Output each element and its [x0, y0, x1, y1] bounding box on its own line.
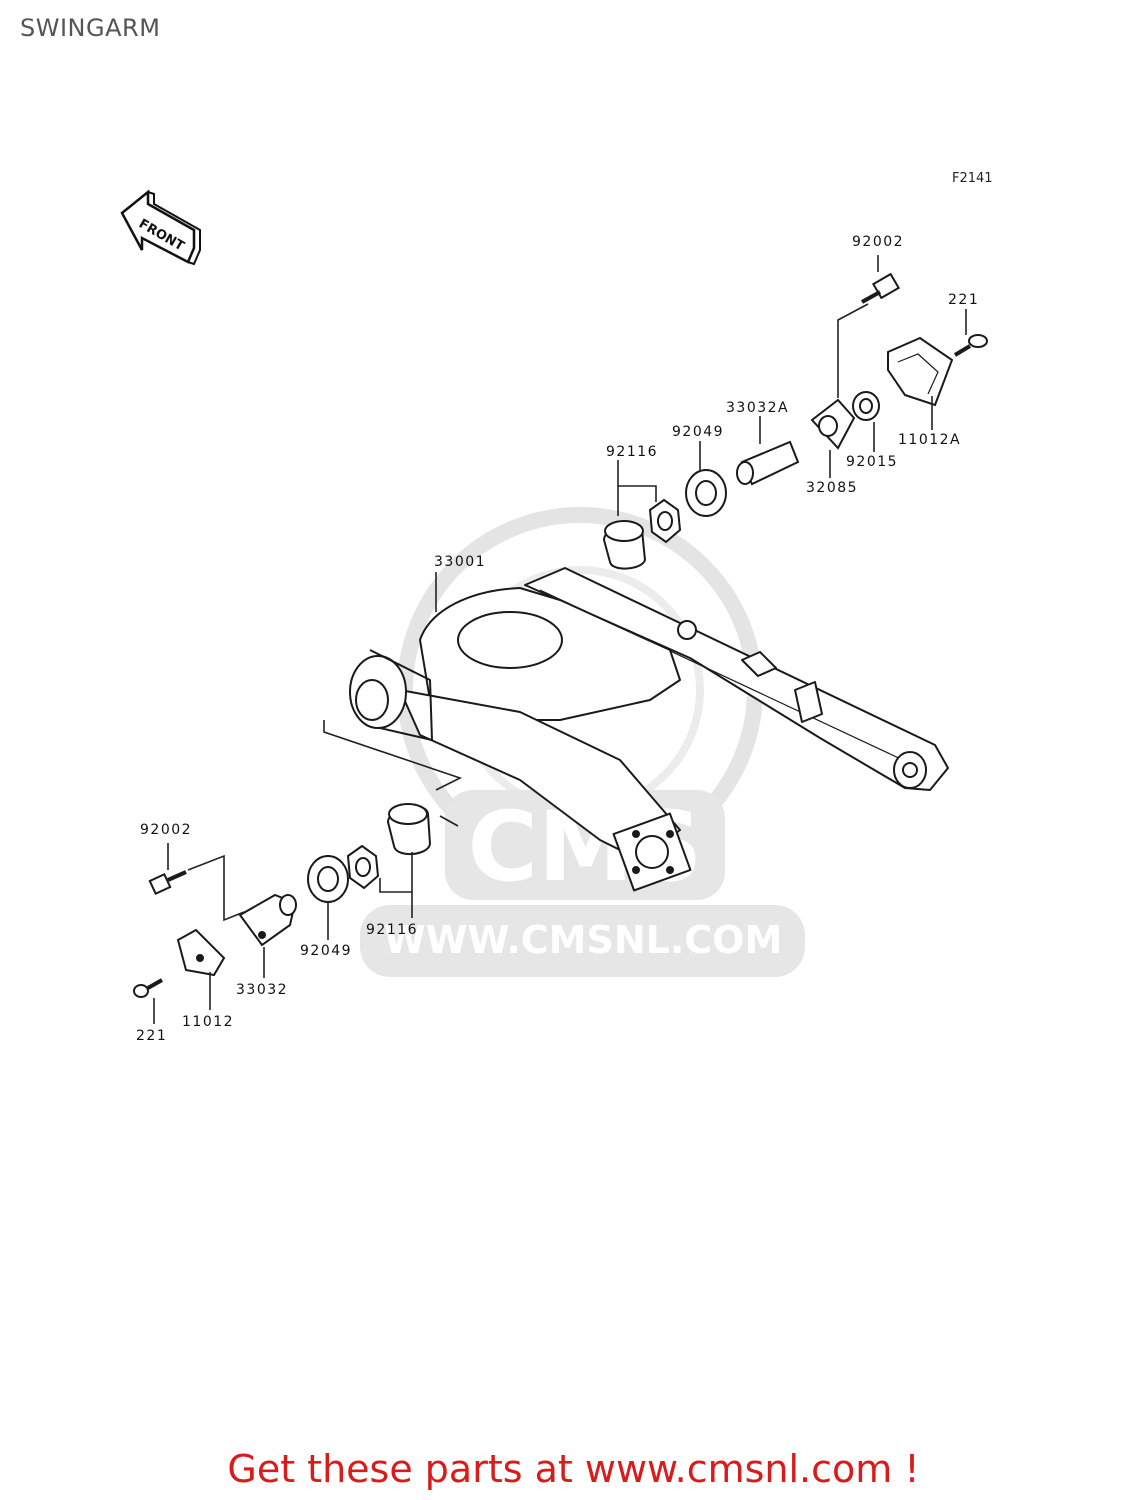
- swingarm-opening: [457, 611, 563, 669]
- part-label: 92116: [606, 444, 658, 460]
- screw-221-right: [953, 334, 988, 357]
- part-label: 11012A: [898, 432, 961, 448]
- part-label: 92049: [672, 424, 724, 440]
- part-label: 92049: [300, 943, 352, 959]
- watermark-url-badge: [360, 905, 805, 977]
- bolt-92002-left: [148, 870, 187, 896]
- part-label: 92002: [140, 822, 192, 838]
- parts-right-group: [602, 272, 988, 570]
- cap-11012A: [887, 336, 954, 407]
- screw-221-left: [133, 978, 163, 998]
- footer-cta-link[interactable]: Get these parts at www.cmsnl.com !: [227, 1447, 920, 1491]
- swingarm-body: [349, 567, 949, 892]
- bolt-92002-right: [861, 272, 901, 304]
- page-title: SWINGARM: [20, 14, 161, 42]
- part-label: 92015: [846, 454, 898, 470]
- part-label: 32085: [806, 480, 858, 496]
- part-label: 11012: [182, 1014, 234, 1030]
- part-label: 33032: [236, 982, 288, 998]
- parts-left-group: [133, 803, 432, 998]
- front-arrow-icon: FRONT: [120, 189, 201, 266]
- part-label: 33001: [434, 554, 486, 570]
- part-label: 92002: [852, 234, 904, 250]
- watermark-url: WWW.CMSNL.COM: [384, 918, 783, 962]
- part-label: 92116: [366, 922, 418, 938]
- part-label: 221: [136, 1028, 167, 1044]
- part-labels: 92002 221 33032A 92049 92116 32085 92015…: [136, 234, 979, 1044]
- leader-lines: [153, 255, 967, 1024]
- figure-code: F2141: [952, 171, 993, 186]
- cap-11012-left: [176, 928, 226, 977]
- part-label: 221: [948, 292, 979, 308]
- part-label: 33032A: [726, 400, 789, 416]
